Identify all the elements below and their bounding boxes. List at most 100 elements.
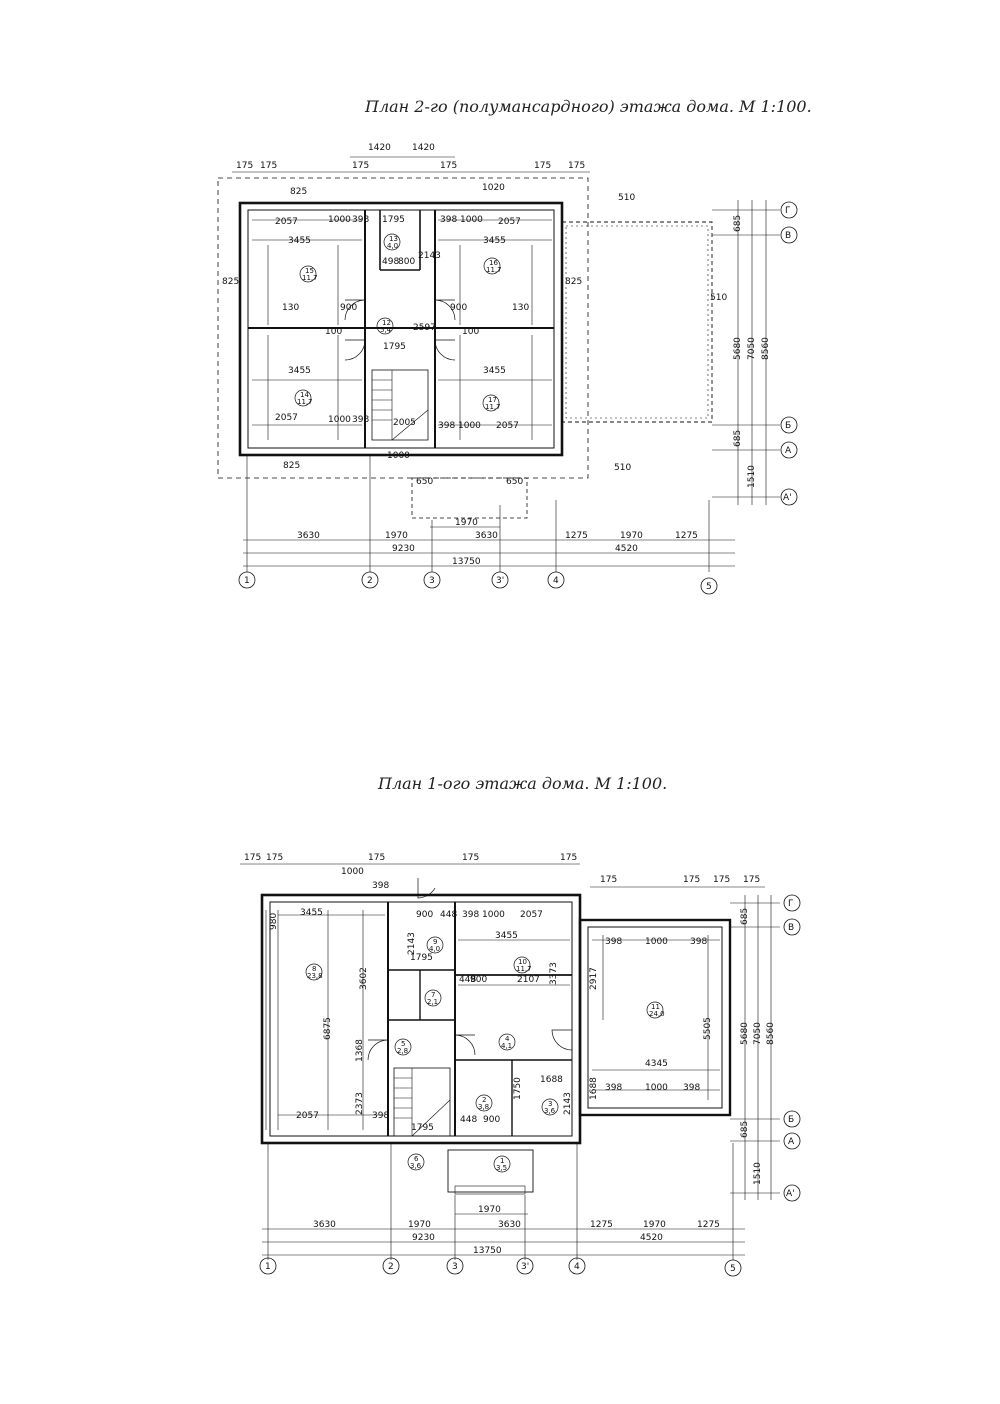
upper-dim-2597: 2597 — [413, 323, 436, 333]
upper-dim-650a: 650 — [416, 477, 433, 487]
upper-dim-175a: 175 — [236, 161, 253, 171]
lower-dim-1000a: 1000 — [341, 867, 364, 877]
upper-room-14-area: 11,7 — [297, 398, 313, 406]
upper-dim-1510: 1510 — [747, 465, 757, 488]
lower-dim-175i: 175 — [743, 875, 760, 885]
lower-room-10-no: 10 — [518, 958, 527, 966]
upper-outer-wall — [238, 201, 564, 457]
upper-dim-510c: 510 — [710, 293, 727, 303]
upper-dim-1420b: 1420 — [412, 143, 435, 153]
axis-bubble-Ap — [780, 488, 798, 506]
upper-dim-b1275b: 1275 — [675, 531, 698, 541]
lower-extension-wall — [578, 918, 732, 1117]
lower-dim-b1275b: 1275 — [697, 1220, 720, 1230]
axis-bubble-Ap-lower — [783, 1184, 801, 1202]
axis-bubble-A — [780, 441, 798, 459]
upper-dim-b3630b: 3630 — [475, 531, 498, 541]
upper-room-15-area: 11,7 — [302, 274, 318, 282]
lower-dim-b13750: 13750 — [473, 1246, 502, 1256]
lower-dim-b1970b: 1970 — [478, 1205, 501, 1215]
lower-dim-398b: 398 — [462, 910, 479, 920]
upper-dim-398b: 398 — [440, 215, 457, 225]
lower-axis-V: В — [788, 923, 794, 933]
upper-dim-800: 800 — [398, 257, 415, 267]
lower-axis-Ap: А' — [786, 1189, 795, 1199]
lower-dim-175c: 175 — [368, 853, 385, 863]
upper-dim-3455a: 3455 — [288, 236, 311, 246]
lower-dim-2057a: 2057 — [520, 910, 543, 920]
lower-dim-1688a: 1688 — [540, 1075, 563, 1085]
upper-dim-2057a: 2057 — [275, 217, 298, 227]
upper-dim-1000d: 1000 — [458, 421, 481, 431]
upper-dim-1000b: 1000 — [460, 215, 483, 225]
upper-axis-G: Г — [785, 206, 791, 216]
lower-dim-398g: 398 — [683, 1083, 700, 1093]
lower-room-1-no: 1 — [500, 1157, 504, 1165]
lower-dim-4345: 4345 — [645, 1059, 668, 1069]
lower-dim-900b: 900 — [470, 975, 487, 985]
upper-dim-1000e: 1000 — [387, 451, 410, 461]
axis-bubble-A-lower — [783, 1132, 801, 1150]
lower-room-8-area: 23,8 — [307, 972, 323, 980]
axis-bubble-1-lower — [259, 1257, 277, 1275]
lower-room-9-no: 9 — [433, 938, 437, 946]
lower-dim-5505: 5505 — [703, 1017, 713, 1040]
upper-dim-498: 498 — [382, 257, 399, 267]
upper-dim-1795a: 1795 — [382, 215, 405, 225]
lower-axis-4: 4 — [574, 1262, 580, 1272]
upper-dim-2057d: 2057 — [496, 421, 519, 431]
lower-room-5-area: 2,8 — [397, 1047, 408, 1055]
upper-dim-7050: 7050 — [747, 337, 757, 360]
axis-bubble-V-lower — [783, 918, 801, 936]
lower-axis-3p: 3' — [521, 1262, 529, 1272]
upper-room-12-area: 5,4 — [380, 326, 392, 334]
lower-dim-5680: 5680 — [740, 1022, 750, 1045]
lower-axis-2: 2 — [388, 1262, 394, 1272]
axis-bubble-G — [780, 201, 798, 219]
upper-axis-A: А — [785, 446, 792, 456]
lower-dim-3373: 3373 — [549, 962, 559, 985]
upper-roof-outline — [217, 177, 589, 479]
lower-plan-title: План 1-ого этажа дома. М 1:100. — [378, 774, 668, 793]
lower-dim-3602: 3602 — [359, 967, 369, 990]
lower-dim-2143a: 2143 — [407, 932, 417, 955]
lower-dim-1795b: 1795 — [411, 1123, 434, 1133]
axis-bubble-5 — [700, 577, 718, 595]
upper-dim-175f: 175 — [568, 161, 585, 171]
upper-porch — [411, 477, 528, 519]
axis-bubble-2 — [361, 571, 379, 589]
upper-dim-900a: 900 — [340, 303, 357, 313]
lower-room-2-no: 2 — [482, 1096, 486, 1104]
lower-outer-wall — [260, 893, 582, 1145]
upper-dim-b9230: 9230 — [392, 544, 415, 554]
upper-axis-Ap: А' — [783, 493, 792, 503]
lower-dim-3455b: 3455 — [495, 931, 518, 941]
upper-dim-3455c: 3455 — [288, 366, 311, 376]
lower-axis-G: Г — [788, 899, 794, 909]
lower-dim-398c: 398 — [372, 1111, 389, 1121]
lower-dim-175g: 175 — [683, 875, 700, 885]
lower-room-9-area: 4,0 — [429, 945, 440, 953]
upper-room-17-no: 17 — [488, 396, 497, 404]
lower-inner-wall-line — [269, 901, 573, 1137]
upper-dim-b1970c: 1970 — [620, 531, 643, 541]
upper-dim-825d: 825 — [283, 461, 300, 471]
upper-axis-3: 3 — [429, 576, 435, 586]
lower-dim-6875: 6875 — [323, 1017, 333, 1040]
lower-axis-1: 1 — [265, 1262, 271, 1272]
lower-dim-398a: 398 — [372, 881, 389, 891]
lower-dim-b3630b: 3630 — [498, 1220, 521, 1230]
lower-axis-B: Б — [788, 1115, 794, 1125]
lower-stairs — [393, 1067, 451, 1137]
lower-dim-1000c: 1000 — [645, 937, 668, 947]
upper-dim-685a: 685 — [733, 215, 743, 232]
lower-room-4-no: 4 — [505, 1035, 510, 1043]
lower-dim-900c: 900 — [483, 1115, 500, 1125]
upper-room-12-no: 12 — [382, 319, 391, 327]
upper-dim-1020: 1020 — [482, 183, 505, 193]
lower-dim-175d: 175 — [462, 853, 479, 863]
upper-dim-2057b: 2057 — [498, 217, 521, 227]
lower-room-4-area: 4,1 — [501, 1042, 512, 1050]
upper-room-16-area: 11,7 — [486, 266, 502, 274]
